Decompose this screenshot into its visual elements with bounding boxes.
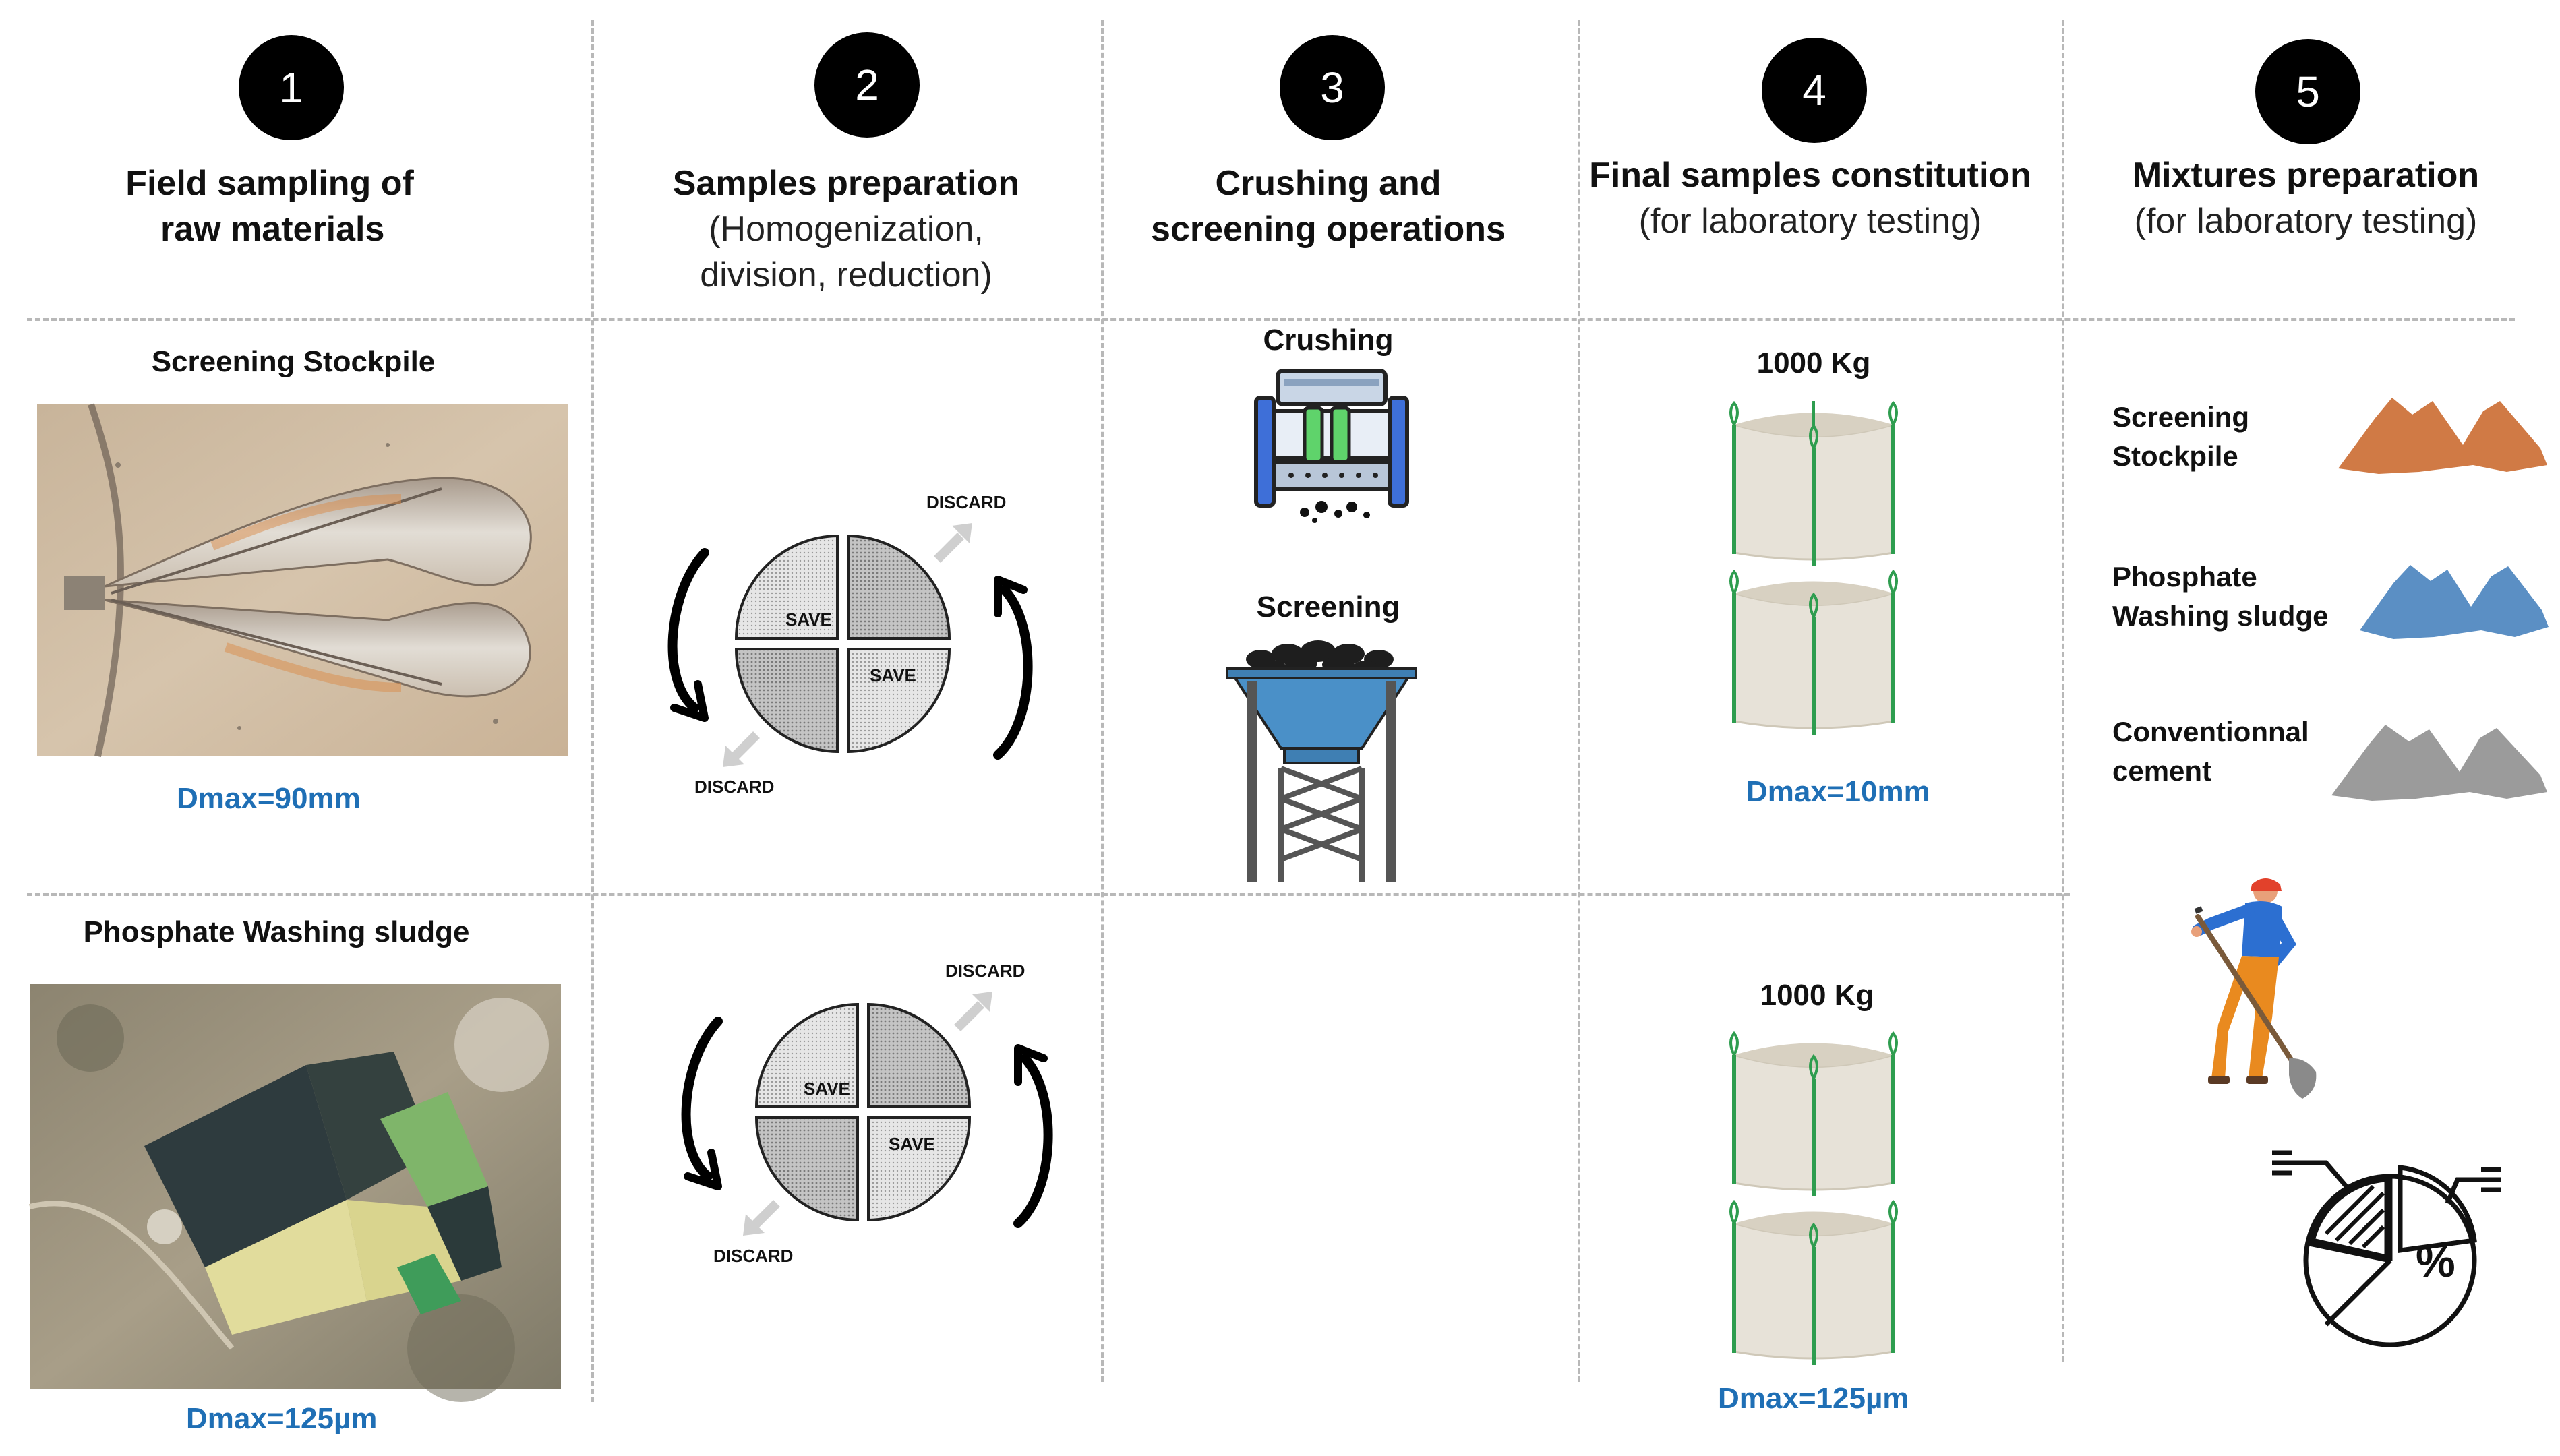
bag1-weight: 1000 Kg — [1756, 346, 1871, 380]
quartering-2-discard-top: DISCARD — [945, 961, 1025, 981]
column-divider-3 — [1578, 20, 1580, 1382]
step-3-title: Crushing and screening operations — [1119, 160, 1537, 252]
material-3-pile-icon — [2331, 725, 2547, 801]
quartering-diagram-2 — [681, 992, 1053, 1236]
stockpile-satellite-image — [37, 403, 568, 758]
column-divider-2 — [1101, 20, 1104, 1382]
step-2-subtitle: (Homogenization, division, reduction) — [641, 206, 1052, 298]
step-2-subtitle-line2: division, reduction) — [700, 255, 992, 295]
quartering-2-discard-bottom: DISCARD — [713, 1246, 794, 1266]
step-5-subtitle: (for laboratory testing) — [2134, 202, 2478, 241]
stockpile-dmax: Dmax=90mm — [177, 782, 361, 815]
quartering-2-save-bottom: SAVE — [889, 1134, 935, 1154]
column-divider-4 — [2062, 20, 2064, 1362]
quartering-diagram-1 — [667, 523, 1033, 767]
header-divider — [27, 318, 2515, 321]
bulk-bag-stack-2 — [1729, 1031, 1898, 1365]
material-3-label: Conventionnal cement — [2112, 712, 2309, 791]
column-divider-1 — [591, 20, 594, 1402]
step-3-title-line1: Crushing and — [1215, 164, 1441, 203]
stockpile-label: Screening Stockpile — [151, 345, 436, 378]
material-2-label: Phosphate Washing sludge — [2112, 557, 2328, 636]
step-5-number: 5 — [2255, 39, 2360, 144]
step-4-subtitle: (for laboratory testing) — [1638, 202, 1982, 241]
bulk-bag-stack-1 — [1729, 400, 1898, 735]
step-1-title-line1: Field sampling of — [125, 164, 414, 203]
bag1-dmax: Dmax=10mm — [1746, 775, 1930, 808]
worker-with-shovel-icon — [2191, 878, 2317, 1099]
sludge-satellite-image — [29, 984, 561, 1402]
step-3-number: 3 — [1280, 35, 1385, 140]
crusher-icon — [1254, 369, 1409, 523]
material-2-line1: Phosphate — [2112, 561, 2257, 593]
quartering-1-save-bottom: SAVE — [870, 665, 916, 686]
material-3-line2: cement — [2112, 755, 2212, 787]
bag2-dmax: Dmax=125µm — [1718, 1382, 1909, 1415]
material-3-line1: Conventionnal — [2112, 716, 2309, 748]
quartering-1-discard-bottom: DISCARD — [694, 777, 775, 797]
sludge-dmax: Dmax=125µm — [186, 1402, 378, 1435]
bag2-weight: 1000 Kg — [1760, 979, 1874, 1012]
material-2-line2: Washing sludge — [2112, 600, 2329, 632]
material-2-pile-icon — [2360, 565, 2549, 639]
quartering-2-save-top: SAVE — [804, 1079, 850, 1099]
step-5-title: Mixtures preparation — [2132, 156, 2480, 195]
material-1-pile-icon — [2338, 398, 2547, 474]
step-3-title-line2: screening operations — [1151, 210, 1506, 249]
step-4-title: Final samples constitution — [1589, 156, 2031, 195]
mixture-pie-icon — [2272, 1150, 2501, 1347]
screening-hopper-icon — [1226, 640, 1417, 882]
screening-label: Screening — [1256, 590, 1400, 624]
step-4-number: 4 — [1762, 38, 1867, 143]
material-1-line2: Stockpile — [2112, 440, 2238, 472]
quartering-1-save-top: SAVE — [785, 609, 832, 630]
material-1-line1: Screening — [2112, 401, 2250, 433]
step-2-number: 2 — [814, 32, 920, 138]
percent-symbol: % — [2416, 1236, 2455, 1286]
material-1-label: Screening Stockpile — [2112, 398, 2249, 476]
step-2-subtitle-line1: (Homogenization, — [709, 210, 984, 249]
row-divider — [27, 893, 2070, 896]
quartering-1-discard-top: DISCARD — [926, 492, 1007, 512]
step-1-number: 1 — [239, 35, 344, 140]
sludge-label: Phosphate Washing sludge — [83, 915, 470, 948]
step-1-title-line2: raw materials — [160, 210, 385, 249]
step-2-title: Samples preparation — [672, 164, 1020, 203]
crushing-label: Crushing — [1263, 324, 1394, 357]
step-1-title: Field sampling of raw materials — [81, 160, 458, 252]
